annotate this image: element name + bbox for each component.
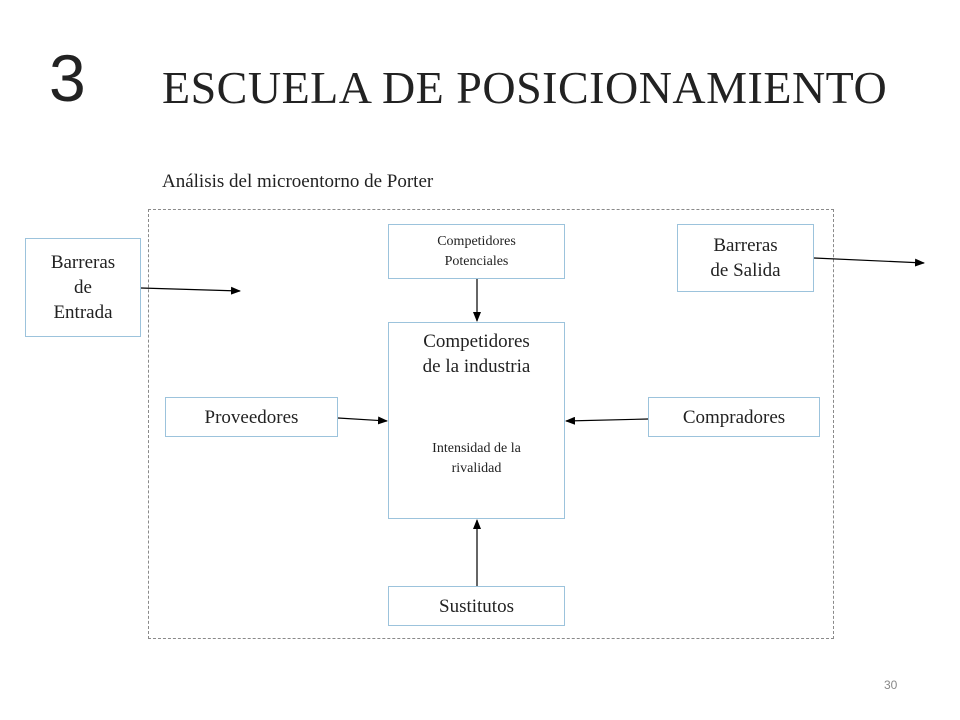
industry-boundary-frame xyxy=(148,209,834,639)
compradores-label: Compradores xyxy=(682,406,786,428)
page-number: 30 xyxy=(884,678,898,692)
compradores-box: Compradores xyxy=(648,397,820,437)
barreras-entrada-box: Barreras de Entrada xyxy=(25,238,141,337)
barreras-salida-box: Barreras de Salida xyxy=(677,224,814,292)
sustitutos-box: Sustitutos xyxy=(388,586,565,626)
competidores-potenciales-label: Competidores Potenciales xyxy=(437,233,516,269)
intensidad-rivalidad-label: Intensidad de la rivalidad xyxy=(432,441,521,476)
barreras-salida-label: Barreras de Salida xyxy=(710,235,781,281)
competidores-industria-box: Competidores de la industria Intensidad … xyxy=(388,322,565,519)
proveedores-label: Proveedores xyxy=(204,406,299,428)
slide-number: 3 xyxy=(49,41,86,115)
competidores-potenciales-box: Competidores Potenciales xyxy=(388,224,565,279)
sustitutos-label: Sustitutos xyxy=(439,595,514,617)
competidores-industria-label: Competidores de la industria xyxy=(422,331,531,377)
slide-title: ESCUELA DE POSICIONAMIENTO xyxy=(162,62,888,113)
arrow-entrada xyxy=(140,286,241,295)
arrow-compradores xyxy=(565,416,649,425)
proveedores-box: Proveedores xyxy=(165,397,338,437)
barreras-entrada-label: Barreras de Entrada xyxy=(50,252,116,323)
arrow-salida xyxy=(813,257,925,267)
slide-subtitle: Análisis del microentorno de Porter xyxy=(162,171,434,192)
arrow-proveedores xyxy=(337,416,388,425)
